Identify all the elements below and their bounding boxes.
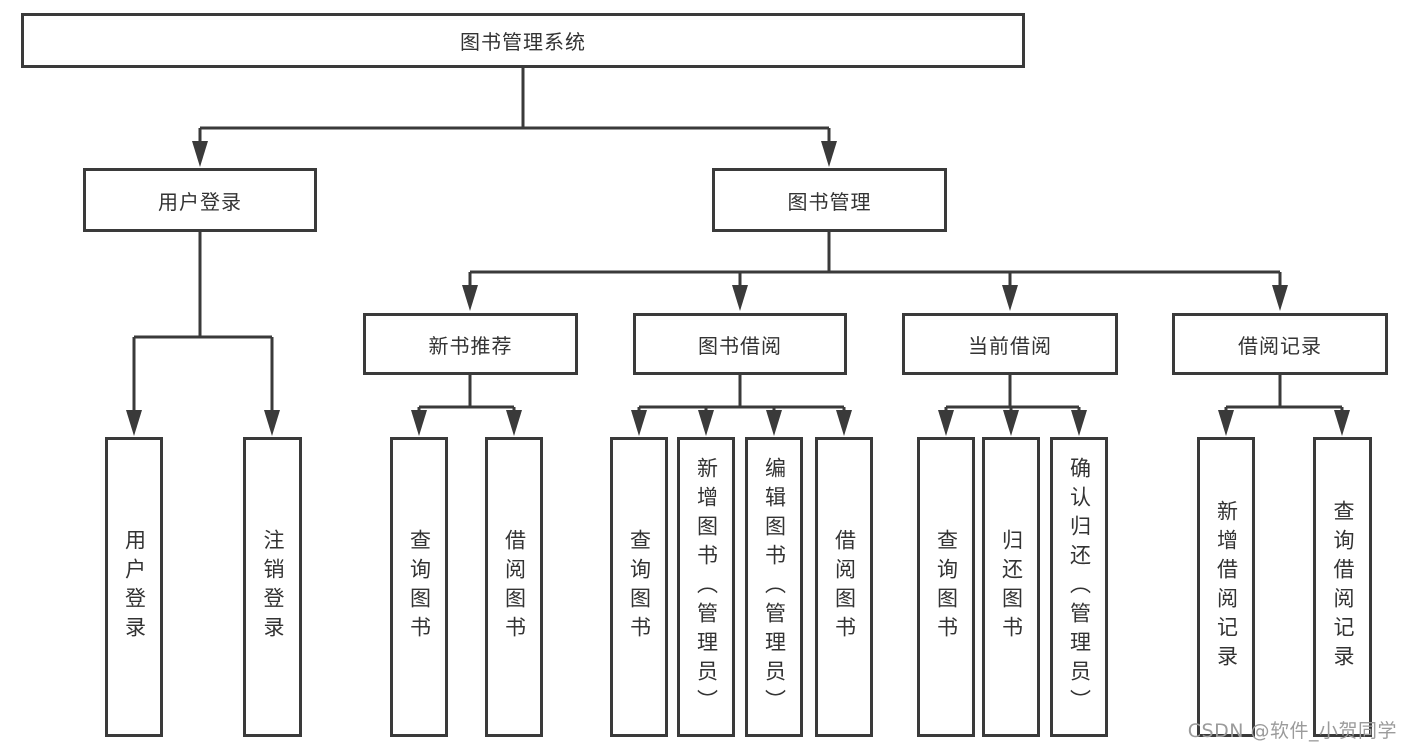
- leaf-user-login: 用户登录: [105, 437, 163, 737]
- leaf-add-books-admin: 新增图书（管理员）: [677, 437, 735, 737]
- connector-bookmgmt-to-level3: [462, 232, 1288, 311]
- connector-newbooks-to-leaves: [411, 375, 522, 436]
- node-root-library-system: 图书管理系统: [21, 13, 1025, 68]
- connector-borrow-to-leaves: [631, 375, 852, 436]
- leaf-borrow-books-recommend: 借阅图书: [485, 437, 543, 737]
- node-new-book-recommend: 新书推荐: [363, 313, 578, 375]
- connector-userlogin-to-leaves: [126, 232, 280, 436]
- node-user-login: 用户登录: [83, 168, 317, 232]
- node-borrow-records: 借阅记录: [1172, 313, 1388, 375]
- leaf-return-books: 归还图书: [982, 437, 1040, 737]
- leaf-query-books-borrow: 查询图书: [610, 437, 668, 737]
- connector-current-to-leaves: [938, 375, 1087, 436]
- connector-records-to-leaves: [1218, 375, 1350, 436]
- leaf-query-borrow-record: 查询借阅记录: [1313, 437, 1372, 737]
- node-book-management: 图书管理: [712, 168, 947, 232]
- leaf-edit-books-admin: 编辑图书（管理员）: [745, 437, 803, 737]
- leaf-add-borrow-record: 新增借阅记录: [1197, 437, 1255, 737]
- connector-root-to-level2: [192, 68, 837, 167]
- leaf-query-books-recommend: 查询图书: [390, 437, 448, 737]
- leaf-query-books-current: 查询图书: [917, 437, 975, 737]
- node-book-borrow: 图书借阅: [633, 313, 847, 375]
- leaf-borrow-books: 借阅图书: [815, 437, 873, 737]
- node-current-borrow: 当前借阅: [902, 313, 1118, 375]
- leaf-confirm-return-admin: 确认归还（管理员）: [1050, 437, 1108, 737]
- leaf-logout: 注销登录: [243, 437, 302, 737]
- csdn-watermark: CSDN @软件_小贺同学: [1187, 720, 1397, 742]
